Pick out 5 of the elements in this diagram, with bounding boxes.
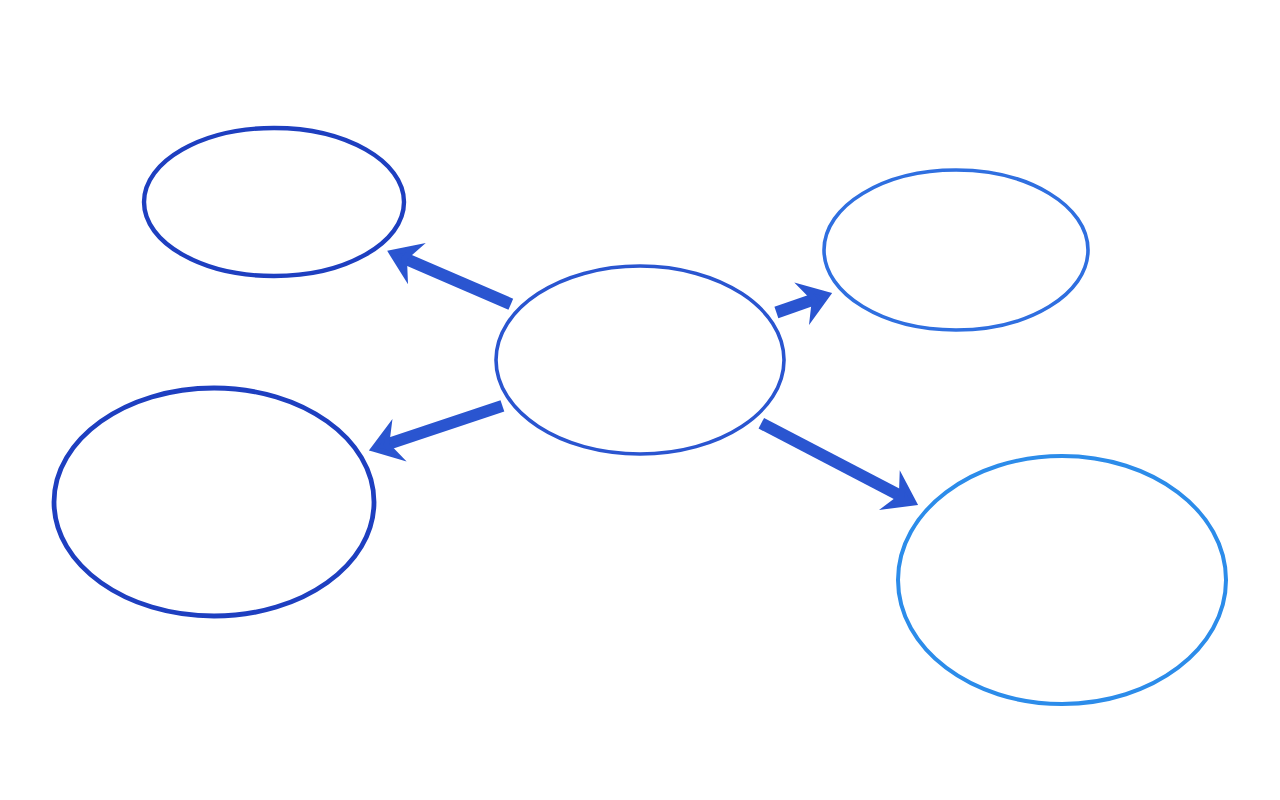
ellipse-outline	[51, 385, 377, 619]
ellipse-outline	[822, 168, 1090, 332]
ellipse-outline	[141, 125, 407, 279]
ellipse-outline	[494, 264, 786, 456]
ellipse-outline	[896, 454, 1228, 706]
